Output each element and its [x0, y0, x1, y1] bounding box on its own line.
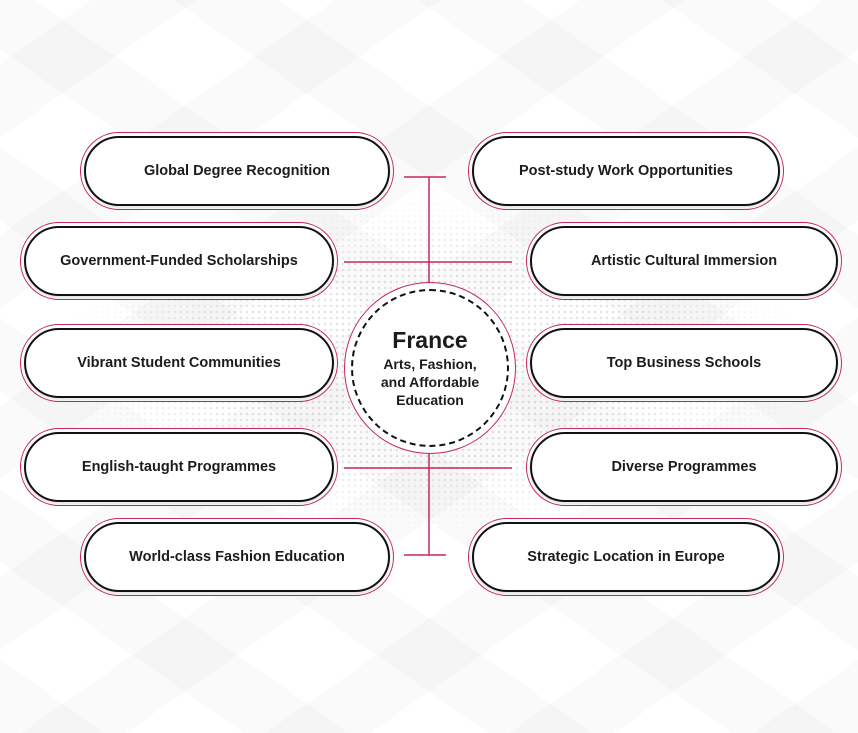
- center-title: France: [392, 327, 468, 353]
- item-label: Government-Funded Scholarships: [60, 253, 298, 269]
- item-label: Diverse Programmes: [611, 459, 757, 475]
- right-item-post-study-work-opportunities: Post-study Work Opportunities: [468, 132, 784, 210]
- left-item-global-degree-recognition: Global Degree Recognition: [80, 132, 394, 210]
- center-hub-inner: France Arts, Fashion, and Affordable Edu…: [351, 289, 509, 447]
- left-item-english-taught-programmes: English-taught Programmes: [20, 428, 338, 506]
- item-label: English-taught Programmes: [81, 459, 277, 475]
- item-label: World-class Fashion Education: [129, 549, 345, 565]
- item-label: Top Business Schools: [606, 355, 762, 371]
- right-item-artistic-cultural-immersion: Artistic Cultural Immersion: [526, 222, 842, 300]
- right-item-diverse-programmes: Diverse Programmes: [526, 428, 842, 506]
- pill-inner: English-taught Programmes: [24, 432, 334, 502]
- pill-inner: Government-Funded Scholarships: [24, 226, 334, 296]
- right-item-top-business-schools: Top Business Schools: [526, 324, 842, 402]
- center-hub: France Arts, Fashion, and Affordable Edu…: [344, 282, 516, 454]
- pill-inner: Artistic Cultural Immersion: [530, 226, 838, 296]
- pill-inner: Vibrant Student Communities: [24, 328, 334, 398]
- left-item-government-funded-scholarships: Government-Funded Scholarships: [20, 222, 338, 300]
- item-label: Global Degree Recognition: [143, 163, 331, 179]
- pill-inner: Global Degree Recognition: [84, 136, 390, 206]
- pill-inner: Post-study Work Opportunities: [472, 136, 780, 206]
- center-subtitle: Arts, Fashion, and Affordable Education: [380, 356, 480, 408]
- item-label: Post-study Work Opportunities: [518, 163, 734, 179]
- item-label: Vibrant Student Communities: [77, 355, 281, 371]
- item-label: Artistic Cultural Immersion: [590, 253, 778, 269]
- left-item-vibrant-student-communities: Vibrant Student Communities: [20, 324, 338, 402]
- item-label: Strategic Location in Europe: [527, 549, 725, 565]
- pill-inner: Top Business Schools: [530, 328, 838, 398]
- pill-inner: World-class Fashion Education: [84, 522, 390, 592]
- left-item-world-class-fashion-education: World-class Fashion Education: [80, 518, 394, 596]
- right-item-strategic-location-in-europe: Strategic Location in Europe: [468, 518, 784, 596]
- pill-inner: Diverse Programmes: [530, 432, 838, 502]
- pill-inner: Strategic Location in Europe: [472, 522, 780, 592]
